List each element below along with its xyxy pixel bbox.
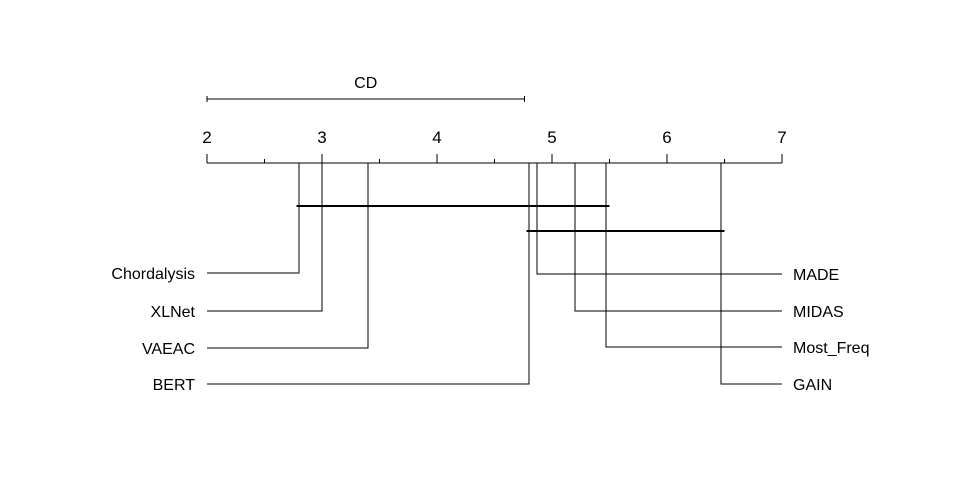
cd-label: CD xyxy=(354,75,377,92)
method-connector-left xyxy=(207,163,369,349)
method-label-left: Chordalysis xyxy=(111,266,195,283)
method-label-left: BERT xyxy=(153,377,196,394)
method-label-left: XLNet xyxy=(151,304,196,321)
axis-tick-label: 7 xyxy=(777,128,786,147)
method-label-right: MADE xyxy=(793,267,839,284)
method-label-right: GAIN xyxy=(793,377,832,394)
axis-tick-label: 2 xyxy=(202,128,211,147)
axis-tick-label: 4 xyxy=(432,128,441,147)
method-label-right: Most_Freq xyxy=(793,340,869,357)
axis-tick-label: 3 xyxy=(317,128,326,147)
method-connector-right xyxy=(574,163,782,312)
method-label-left: VAEAC xyxy=(142,341,195,358)
critical-difference-indicator: CD xyxy=(206,75,525,102)
method-connector-left xyxy=(207,163,323,312)
clique-bars xyxy=(296,205,725,232)
method-connector-right xyxy=(605,163,782,348)
method-label-right: MIDAS xyxy=(793,304,844,321)
method-connector-right xyxy=(536,163,782,275)
method-connector-left xyxy=(207,163,300,274)
axis-tick-label: 6 xyxy=(662,128,671,147)
axis-tick-label: 5 xyxy=(547,128,556,147)
method-connector-right xyxy=(720,163,782,385)
axis-ticks: 2 3 4 5 6 7 xyxy=(202,128,787,163)
method-connector-left xyxy=(207,163,530,385)
